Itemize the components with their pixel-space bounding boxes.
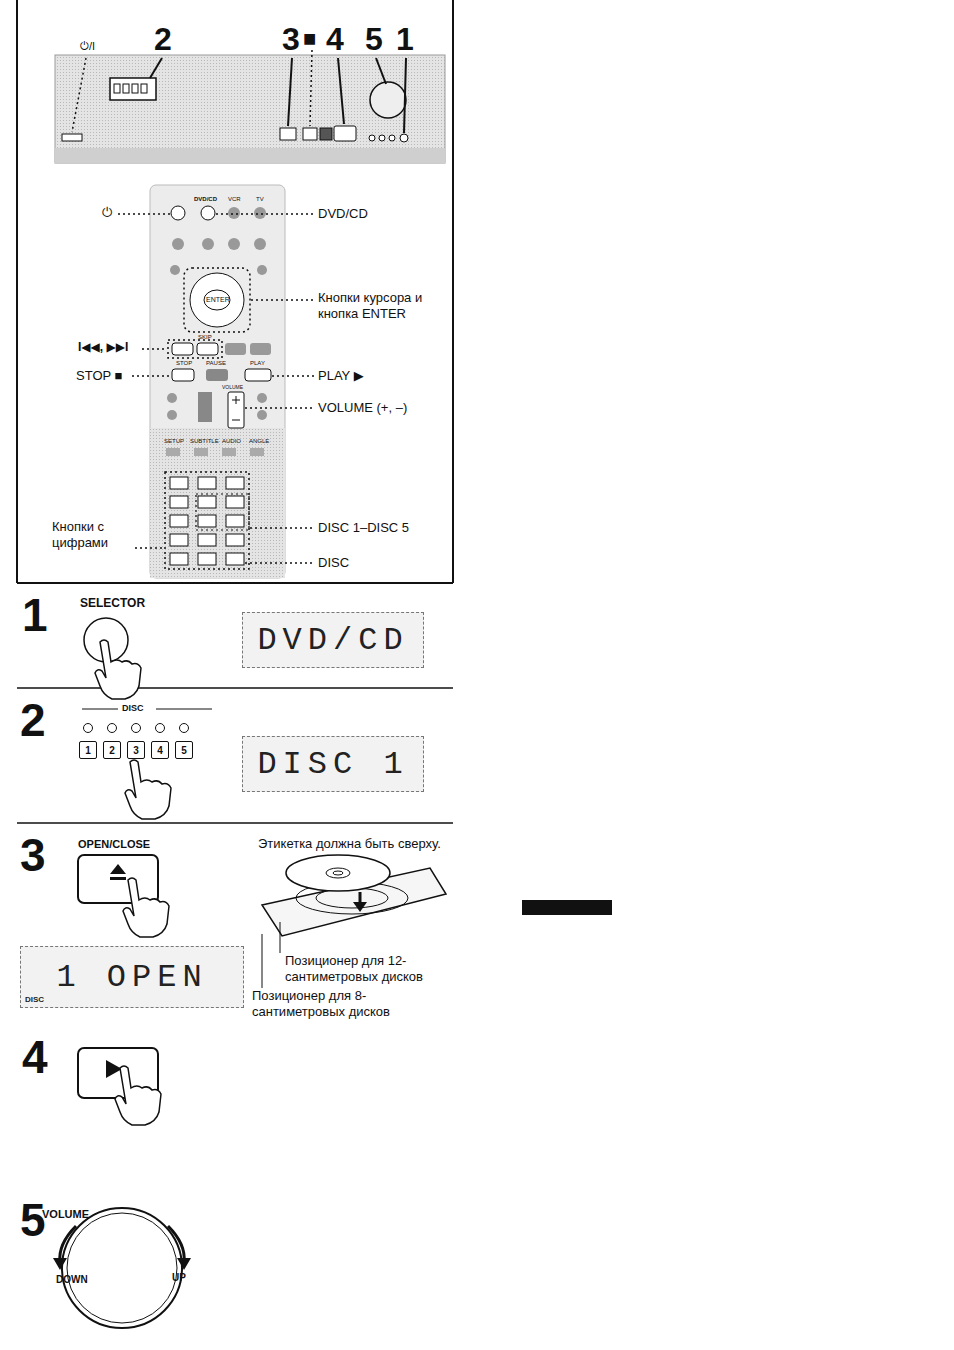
button-label: DISC: [318, 555, 349, 571]
part-label: Позиционер для 8-сантиметровых дисков: [252, 988, 424, 1019]
display-text: DISC 1: [257, 746, 408, 783]
button-label: PLAY ▶: [318, 368, 364, 384]
button-label: I◀◀, ▶▶I: [78, 340, 128, 354]
step-number: 2: [20, 693, 46, 748]
remote-key-label: TV: [256, 196, 264, 203]
disc-button: 5: [175, 741, 193, 759]
knob-label: UP: [172, 1272, 186, 1284]
button-label: OPEN/CLOSE: [78, 838, 150, 851]
lcd-display: DISC 1: [242, 736, 424, 792]
lcd-display: DVD/CD: [242, 612, 424, 668]
display-text: 2: [109, 745, 115, 756]
button-label: DISC 1–DISC 5: [318, 520, 409, 536]
remote-key-label: DVD/CD: [194, 196, 217, 203]
disc-button: 4: [151, 741, 169, 759]
button-label: ⏻: [102, 205, 112, 221]
disc-button: 3: [127, 741, 145, 759]
display-text: 4: [157, 745, 163, 756]
step-number: 1: [22, 588, 48, 643]
button-label: DISC: [122, 703, 144, 714]
button-label: Кнопки с цифрами: [52, 519, 134, 550]
display-text: 1 OPEN: [56, 959, 207, 996]
callout-number: 5: [365, 20, 383, 58]
callout-number: 4: [326, 20, 344, 58]
remote-key-label: PAUSE: [206, 360, 226, 367]
display-text: DVD/CD: [257, 622, 408, 659]
note-text: Этикетка должна быть сверху.: [258, 836, 441, 852]
remote-key-label: SETUP: [164, 438, 184, 445]
knob-label: VOLUME: [42, 1208, 89, 1221]
callout-number: 2: [154, 20, 172, 58]
remote-key-label: AUDIO: [222, 438, 241, 445]
remote-key-label: VCR: [228, 196, 241, 203]
remote-key-label: ENTER: [206, 296, 230, 304]
remote-key-label: ANGLE: [249, 438, 269, 445]
disc-button: 1: [79, 741, 97, 759]
remote-key-label: PLAY: [250, 360, 265, 367]
callout-number: 1: [396, 20, 414, 58]
callout-symbol: ■: [303, 26, 316, 52]
remote-key-label: VOLUME: [222, 384, 243, 390]
step-number: 3: [20, 828, 46, 883]
display-text: 1: [85, 745, 91, 756]
callout-number: 3: [282, 20, 300, 58]
lcd-display: 1 OPEN DISC: [20, 946, 244, 1008]
button-label: Кнопки курсора и кнопка ENTER: [318, 290, 443, 321]
remote-key-label: SUBTITLE: [190, 438, 219, 445]
callout-symbol: ⏻/I: [80, 40, 95, 53]
disc-button: 2: [103, 741, 121, 759]
display-text: 5: [181, 745, 187, 756]
button-label: STOP ■: [76, 368, 122, 384]
display-text: 3: [133, 745, 139, 756]
button-label: VOLUME (+, –): [318, 400, 407, 416]
display-indicator: DISC: [25, 995, 44, 1004]
button-label: SELECTOR: [80, 596, 145, 610]
remote-key-label: SKIP: [198, 334, 212, 341]
knob-label: DOWN: [56, 1274, 88, 1286]
step-number: 5: [20, 1193, 46, 1248]
part-label: Позиционер для 12-сантиметровых дисков: [285, 953, 457, 984]
button-label: DVD/CD: [318, 206, 368, 222]
step-number: 4: [22, 1030, 48, 1085]
remote-key-label: STOP: [176, 360, 192, 367]
